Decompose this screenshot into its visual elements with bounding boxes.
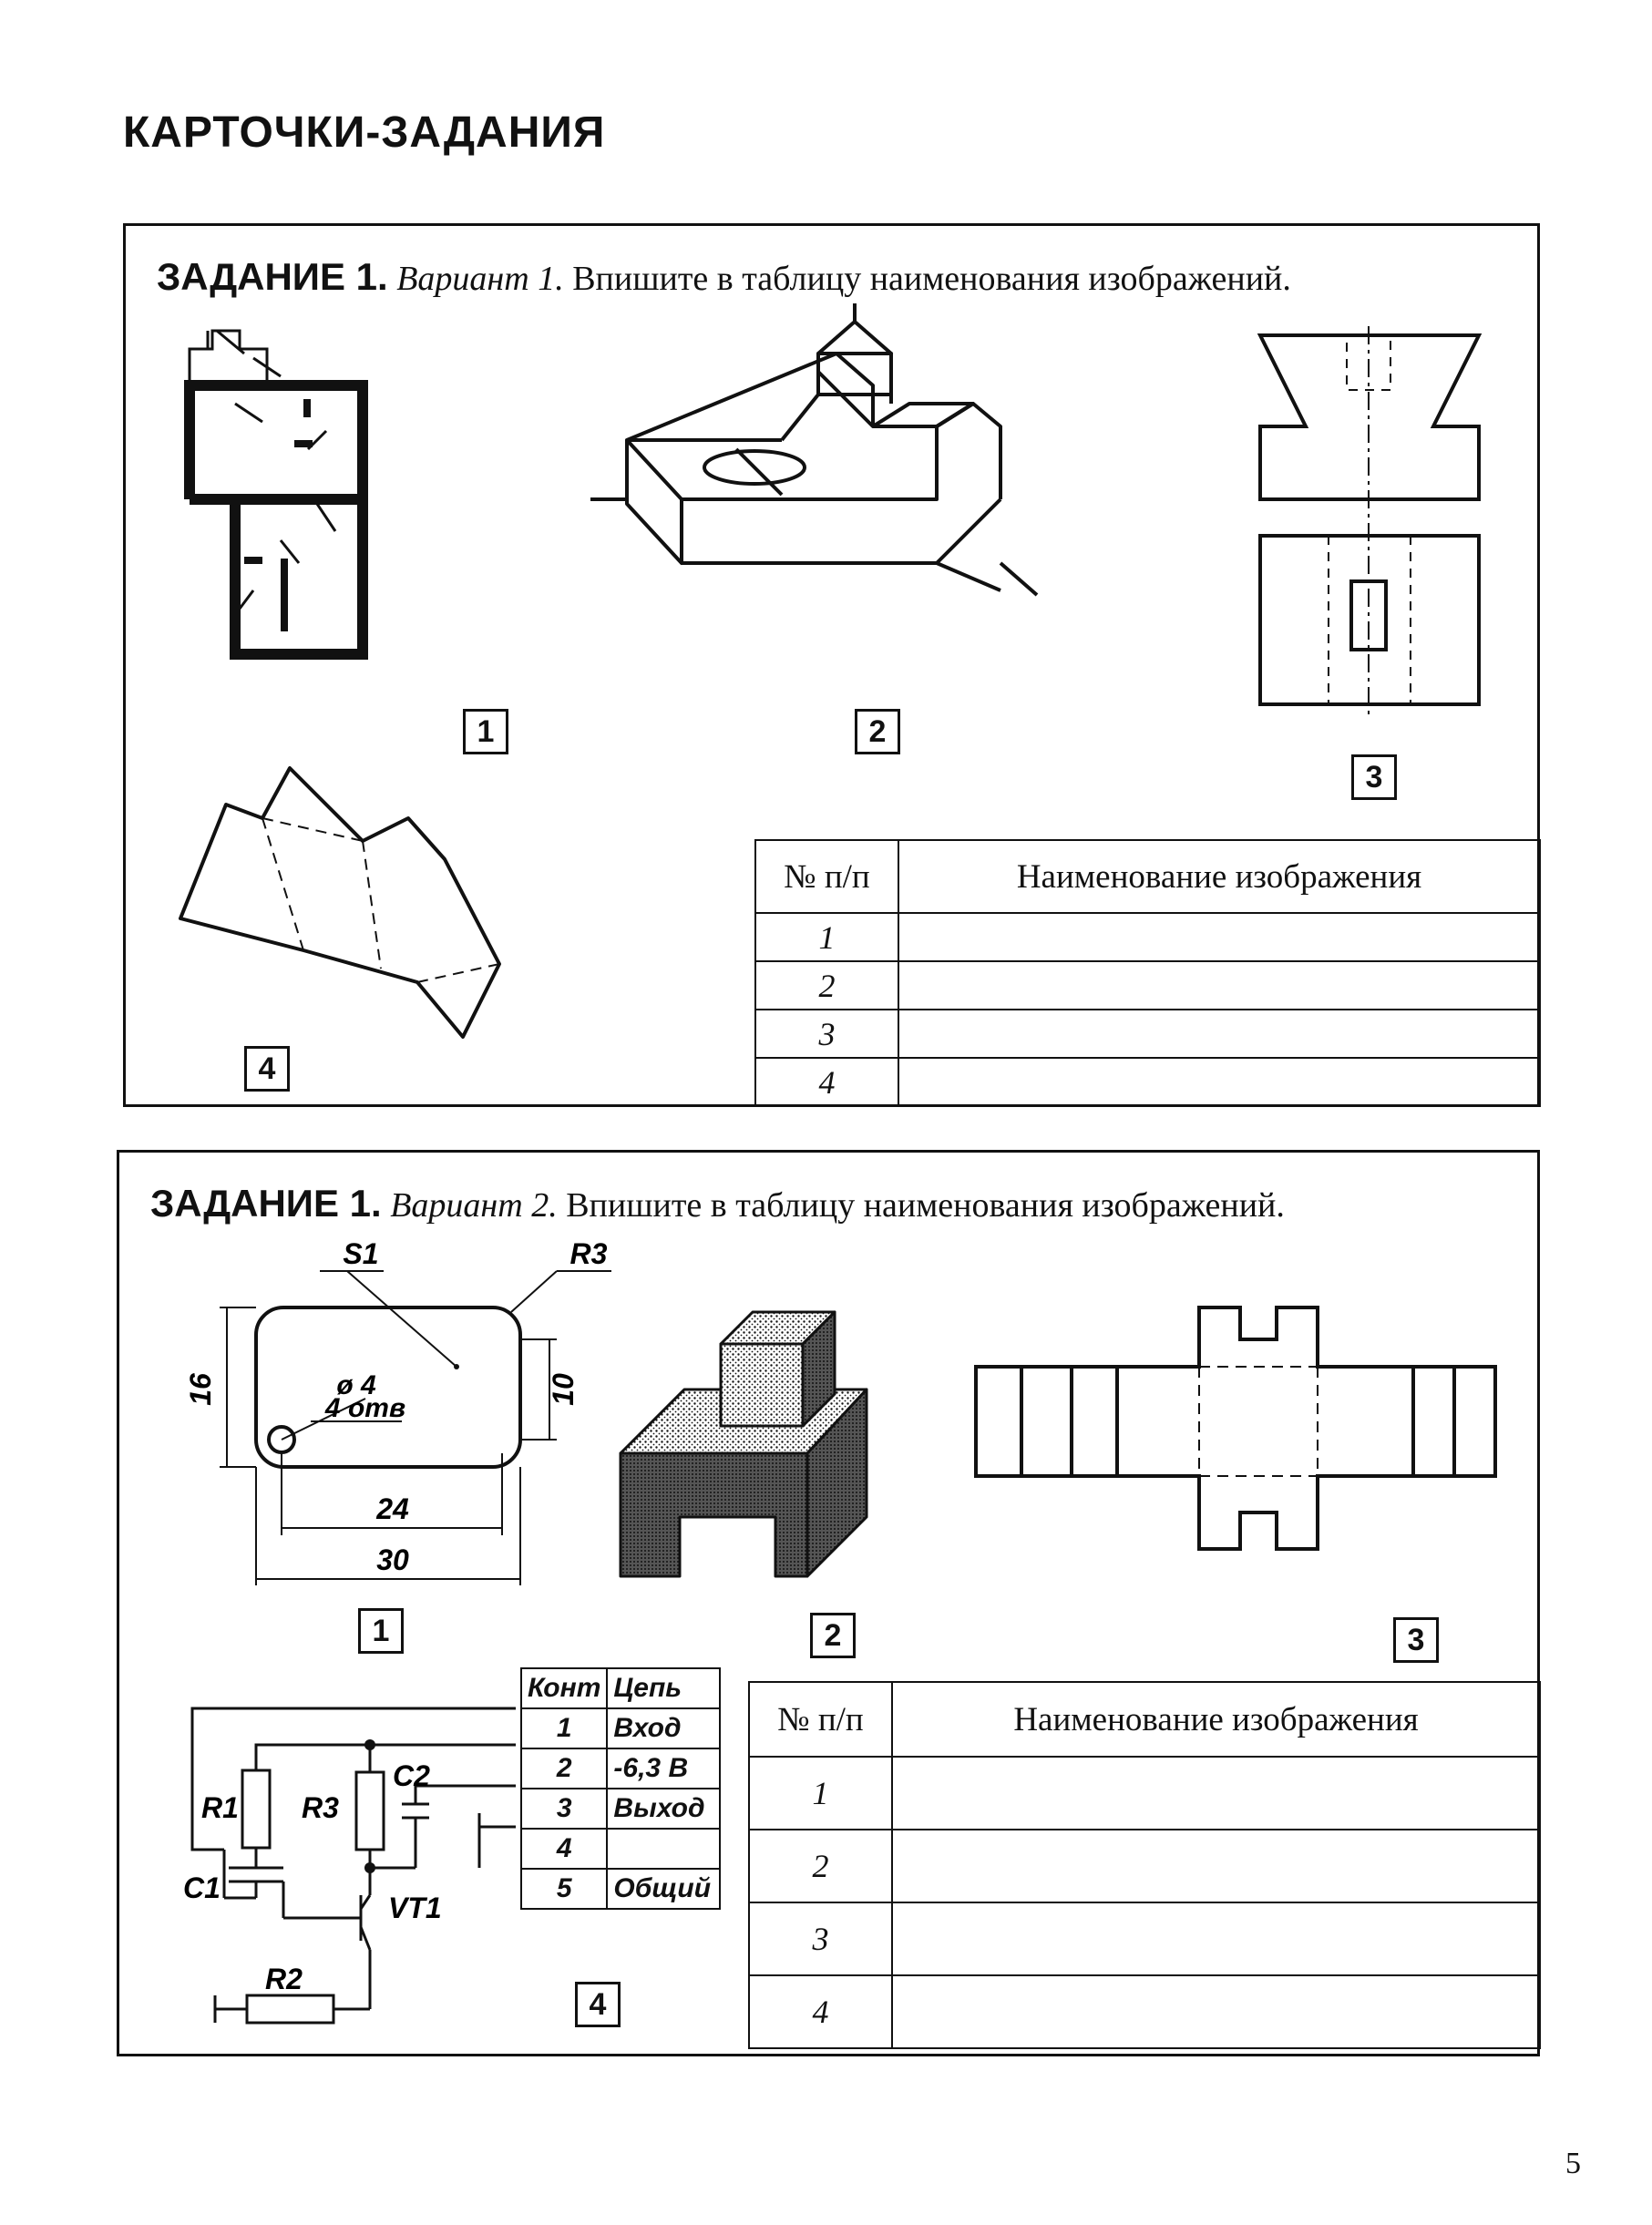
table-row-number: 1: [748, 1756, 893, 1830]
pin-circuit: Выход: [606, 1788, 722, 1830]
label-hole-count: 4 отв: [324, 1393, 405, 1423]
answer-table: № п/п Наименование изображения 1 2 3 4: [754, 839, 1541, 1107]
pin-number: 1: [519, 1707, 609, 1749]
table-row-number: 3: [754, 1009, 899, 1059]
task-instruction: Впишите в таблицу наименования изображен…: [566, 1186, 1285, 1225]
page-heading: КАРТОЧКИ-ЗАДАНИЯ: [123, 108, 606, 157]
answer-cell[interactable]: [891, 1756, 1541, 1830]
task-card-variant-1: ЗАДАНИЕ 1. Вариант 1. Впишите в таблицу …: [123, 223, 1541, 1107]
dim-10: 10: [547, 1373, 580, 1406]
dim-16: 16: [184, 1373, 217, 1406]
dimensioned-plate-drawing: S1 R3 ø 4 4 отв 16 10 24 30: [184, 1237, 611, 1585]
answer-cell[interactable]: [898, 1057, 1541, 1107]
dim-24: 24: [375, 1492, 409, 1525]
pin-number: 5: [519, 1868, 609, 1910]
pin-circuit: [606, 1828, 722, 1870]
table-row-number: 2: [748, 1829, 893, 1903]
table-row-number: 2: [754, 960, 899, 1010]
answer-table: № п/п Наименование изображения 1 2 3 4: [748, 1681, 1541, 2049]
orthographic-views-drawing: [1257, 326, 1483, 718]
label-r2: R2: [265, 1963, 303, 1995]
image-label-2: 2: [855, 709, 900, 754]
pin-header-contact: Конт: [519, 1667, 609, 1709]
label-r3: R3: [570, 1237, 608, 1270]
image-label-2: 2: [810, 1613, 856, 1658]
image-label-4: 4: [575, 1982, 621, 2027]
pin-circuit: -6,3 В: [606, 1748, 722, 1789]
task-variant: Вариант 2.: [390, 1186, 558, 1225]
page-number: 5: [1565, 2147, 1581, 2180]
task-variant: Вариант 1.: [396, 260, 564, 298]
answer-cell[interactable]: [898, 912, 1541, 962]
task-title: ЗАДАНИЕ 1. Вариант 1. Впишите в таблицу …: [157, 255, 1291, 299]
answer-cell[interactable]: [891, 1829, 1541, 1903]
table-row-number: 4: [754, 1057, 899, 1107]
task-number: ЗАДАНИЕ 1.: [157, 255, 388, 298]
table-header-name: Наименование изображения: [891, 1681, 1541, 1758]
label-s1: S1: [343, 1237, 378, 1270]
shaded-block-drawing: [619, 1310, 868, 1578]
pin-number: 2: [519, 1748, 609, 1789]
pin-number: 3: [519, 1788, 609, 1830]
floor-plan-drawing: [184, 329, 368, 660]
circuit-schematic-drawing: R1 R3 C2 C1 VT1 R2: [183, 1707, 516, 2025]
table-row-number: 4: [748, 1974, 893, 2049]
label-hole-diameter: ø 4: [336, 1370, 376, 1400]
pin-circuit: Общий: [606, 1868, 722, 1910]
box-net-drawing: [974, 1306, 1497, 1551]
label-vt1: VT1: [388, 1892, 442, 1924]
answer-cell[interactable]: [891, 1902, 1541, 1976]
image-label-1: 1: [358, 1608, 404, 1654]
table-header-number: № п/п: [754, 839, 899, 914]
pin-number: 4: [519, 1828, 609, 1870]
answer-cell[interactable]: [891, 1974, 1541, 2049]
pin-circuit: Вход: [606, 1707, 722, 1749]
isometric-part-drawing: [590, 303, 1039, 597]
table-header-number: № п/п: [748, 1681, 893, 1758]
image-label-1: 1: [463, 709, 508, 754]
table-row-number: 3: [748, 1902, 893, 1976]
label-r1: R1: [201, 1791, 239, 1824]
pyramid-net-drawing: [179, 766, 501, 1039]
label-c1: C1: [183, 1871, 221, 1904]
task-number: ЗАДАНИЕ 1.: [150, 1182, 382, 1225]
image-label-3: 3: [1351, 754, 1397, 800]
table-row-number: 1: [754, 912, 899, 962]
task-instruction: Впишите в таблицу наименования изображен…: [572, 260, 1291, 298]
answer-cell[interactable]: [898, 1009, 1541, 1059]
table-header-name: Наименование изображения: [898, 839, 1541, 914]
label-c2: C2: [393, 1759, 430, 1792]
label-r3: R3: [302, 1791, 339, 1824]
task-card-variant-2: ЗАДАНИЕ 1. Вариант 2. Впишите в таблицу …: [117, 1150, 1541, 2056]
dim-30: 30: [376, 1543, 409, 1576]
task-title: ЗАДАНИЕ 1. Вариант 2. Впишите в таблицу …: [150, 1182, 1285, 1225]
answer-cell[interactable]: [898, 960, 1541, 1010]
image-label-3: 3: [1393, 1617, 1439, 1663]
pin-header-circuit: Цепь: [606, 1667, 722, 1709]
image-label-4: 4: [244, 1046, 290, 1092]
